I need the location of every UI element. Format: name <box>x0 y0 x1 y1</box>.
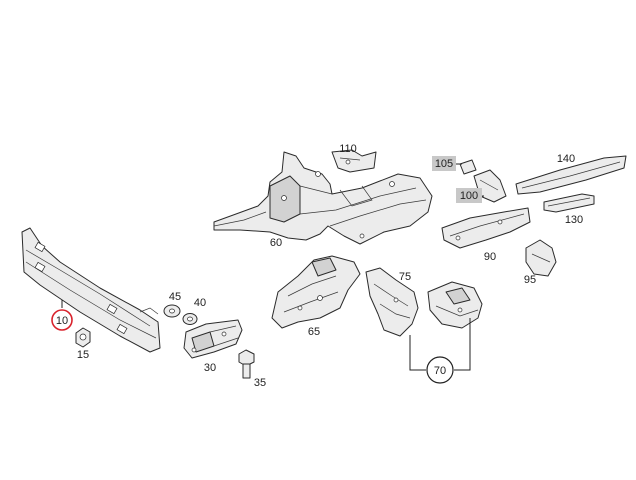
callout-105-box <box>432 156 456 171</box>
part-95-bracket[interactable] <box>525 239 557 277</box>
callout-15[interactable]: 15 <box>77 349 89 361</box>
callout-75[interactable]: 75 <box>399 271 411 283</box>
callouts: 10 15 45 40 30 35 60 110 65 75 70 90 105… <box>51 143 583 389</box>
callout-70[interactable]: 70 <box>434 365 446 377</box>
callout-140[interactable]: 140 <box>557 153 575 165</box>
callout-60[interactable]: 60 <box>270 237 282 249</box>
part-15-nut[interactable] <box>75 327 91 348</box>
leader-lines <box>61 163 484 371</box>
part-75-wheelhouse-panel[interactable] <box>365 267 419 337</box>
part-30-mount-bracket[interactable] <box>183 319 243 359</box>
part-35-bolt[interactable] <box>238 349 255 379</box>
callout-130[interactable]: 130 <box>565 214 583 226</box>
callout-10[interactable]: 10 <box>56 315 68 327</box>
part-110-bracket[interactable] <box>331 149 377 173</box>
callout-90[interactable]: 90 <box>484 251 496 263</box>
callout-110[interactable]: 110 <box>339 143 357 155</box>
callout-70-circle <box>426 356 454 384</box>
callout-10-highlight-circle <box>51 309 73 331</box>
callout-40[interactable]: 40 <box>194 297 206 309</box>
part-40-washer[interactable] <box>182 313 198 325</box>
part-70-bracket-set[interactable] <box>427 281 483 329</box>
callout-35[interactable]: 35 <box>254 377 266 389</box>
part-45-washer[interactable] <box>163 304 181 318</box>
part-130-strip[interactable] <box>543 193 595 213</box>
part-140-longitudinal-rail[interactable] <box>515 155 627 195</box>
callout-65[interactable]: 65 <box>308 326 320 338</box>
part-90-rail-section[interactable] <box>441 207 531 249</box>
callout-100-box <box>456 188 482 203</box>
callout-30[interactable]: 30 <box>204 362 216 374</box>
part-105-plate[interactable] <box>459 159 477 175</box>
callout-45[interactable]: 45 <box>169 291 181 303</box>
part-10-bumper-crossmember[interactable] <box>21 227 161 353</box>
part-60-front-frame-assembly[interactable] <box>213 151 433 245</box>
callout-105[interactable]: 105 <box>435 158 453 170</box>
part-65-wheelhouse-panel[interactable] <box>271 255 361 329</box>
callout-100[interactable]: 100 <box>460 190 478 202</box>
callout-95[interactable]: 95 <box>524 274 536 286</box>
